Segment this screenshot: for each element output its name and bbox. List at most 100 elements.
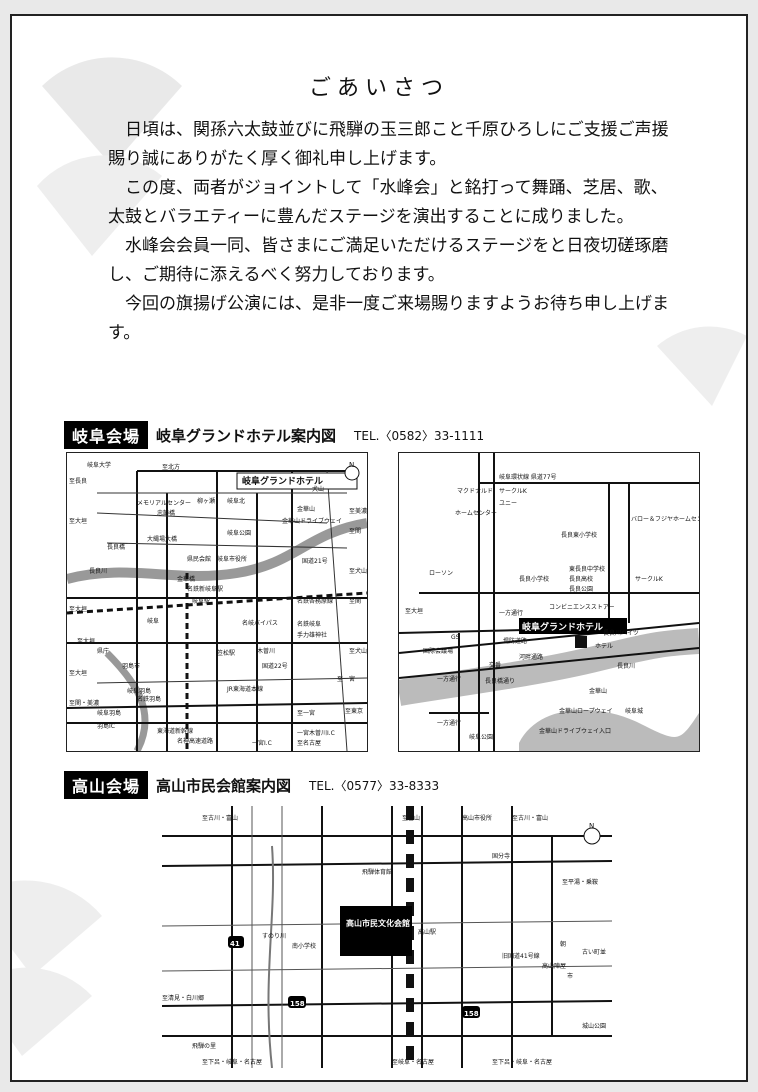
- map-label: サークルK: [635, 576, 664, 583]
- map-label: 長良高校: [569, 575, 593, 583]
- map-label: 岐阜羽島: [97, 709, 121, 717]
- map-label: 飛騨の里: [192, 1042, 216, 1050]
- map-label: 朝: [560, 940, 566, 948]
- map-label: 名鉄岐阜: [297, 620, 321, 628]
- map-label: 至古川・富山: [512, 814, 548, 822]
- map-label: 金華山ロープウェイ: [559, 707, 613, 715]
- decorative-fan-icon: [12, 880, 102, 1056]
- map-label: 長良東小学校: [561, 531, 597, 539]
- map-label: 一方通行: [437, 675, 461, 683]
- map-label: 一宮I.C: [252, 739, 272, 747]
- map-label: 長良川ハイツ: [603, 629, 639, 637]
- map-label: 城山公園: [582, 1022, 606, 1030]
- map-label: 至平湯・乗鞍: [562, 878, 598, 886]
- map-label: 県庁: [97, 647, 109, 655]
- map-label: 交番: [489, 661, 501, 669]
- map-label: 至清見・白川郷: [162, 994, 204, 1002]
- greeting-paragraph: この度、両者がジョイントして「水峰会」と銘打って舞踊、芝居、歌、太鼓とバラエティ…: [108, 178, 668, 227]
- map-label: 一宮木曽川I.C: [297, 729, 335, 737]
- map-label: 至大垣: [77, 637, 95, 645]
- map-label: 岐阜: [147, 617, 159, 625]
- map-label: 金華山: [589, 687, 607, 695]
- gifu-venue-tag: 岐阜会場: [64, 421, 149, 449]
- gifu-detail-map: 岐阜グランドホテル 岐阜環状線 県道77号 バロー＆フジヤホームセンター 長良東…: [398, 452, 700, 752]
- gifu-map-title: 岐阜グランドホテル案内図: [156, 426, 337, 445]
- map-label: 長良川: [617, 662, 635, 670]
- gifu-area-map: 岐阜グランドホテル N 岐阜大学 岐阜公園 長良川 長良橋 岐阜駅 名鉄新岐阜駅…: [66, 452, 368, 752]
- map-label: 笠松駅: [217, 649, 235, 657]
- map-label: 至東京: [345, 707, 363, 715]
- map-label: バロー＆フジヤホームセンター: [631, 515, 699, 523]
- takayama-map-drawing: 高山市民文化会館 N 41 158 158 至古川・富山 至富山 高山市役所 至…: [162, 806, 612, 1068]
- greeting-body: 日頃は、関孫六太鼓並びに飛騨の玉三郎こと千原ひろしにご支援ご声援賜り誠にありがた…: [108, 116, 678, 348]
- takayama-route-badges: 41 158 158: [228, 936, 480, 1018]
- map-label: 手力雄神社: [297, 631, 327, 639]
- map-label: 長良橋: [107, 543, 125, 551]
- map-label: 一方通行: [499, 609, 523, 617]
- map-label: 岐阜環状線 県道77号: [499, 473, 557, 481]
- map-label: 至名古屋: [297, 739, 321, 747]
- map-label: 名神高速道路: [177, 737, 213, 745]
- map-label: 市: [567, 972, 573, 980]
- map-label: 東海道新幹線: [157, 727, 193, 735]
- map-label: 古い町並: [582, 948, 606, 956]
- gifu-area-map-drawing: 岐阜グランドホテル N 岐阜大学 岐阜公園 長良川 長良橋 岐阜駅 名鉄新岐阜駅…: [67, 461, 367, 751]
- gifu-phone: TEL.〈0582〉33-1111: [354, 428, 485, 443]
- decorative-fan-icon: [657, 326, 746, 406]
- takayama-phone: TEL.〈0577〉33-8333: [309, 778, 440, 793]
- map-label: GS: [451, 634, 460, 641]
- map-label: 岐阜駅: [192, 597, 210, 605]
- map-label: 大縄場大橋: [147, 535, 177, 543]
- map-label: 至大垣: [405, 607, 423, 615]
- map-label: 長良小学校: [519, 575, 549, 583]
- map-label: 至関・美濃: [69, 699, 99, 707]
- map-label: 河畔通路: [519, 653, 543, 661]
- map-label: 国分寺: [492, 852, 510, 860]
- map-label: 堤防道路: [503, 637, 527, 645]
- map-label: 忠節橋: [157, 509, 175, 517]
- gifu-hotel-label: 岐阜グランドホテル: [242, 475, 323, 487]
- takayama-venue-tag: 高山会場: [64, 771, 149, 799]
- page: ごあいさつ 日頃は、関孫六太鼓並びに飛騨の玉三郎こと千原ひろしにご支援ご声援賜り…: [10, 14, 748, 1082]
- map-label: コンビニエンスストアー: [549, 603, 615, 611]
- map-label: 長良橋通り: [485, 677, 515, 685]
- map-label: 県民会館: [187, 555, 211, 563]
- route-badge: 41: [230, 940, 240, 948]
- map-label: 名岐バイパス: [242, 619, 278, 627]
- takayama-map-labels: 至古川・富山 至富山 高山市役所 至古川・富山 国分寺 飛騨体育館 至平湯・乗鞍…: [162, 814, 606, 1066]
- map-label: 岐阜城: [625, 707, 643, 715]
- map-label: 至関: [349, 528, 361, 535]
- map-label: 岐阜公園: [227, 529, 251, 537]
- map-label: 国道22号: [262, 662, 288, 670]
- map-label: サークルK: [499, 488, 528, 495]
- map-label: マクドナルド: [457, 488, 493, 495]
- map-label: 岐阜羽島: [127, 687, 151, 695]
- gifu-hotel-detail-label: 岐阜グランドホテル: [522, 621, 603, 633]
- route-badge: 158: [290, 1000, 305, 1008]
- map-label: 一方通行: [437, 719, 461, 727]
- map-label: JR東海道本線: [226, 685, 263, 693]
- map-label: 高山市役所: [462, 814, 492, 822]
- map-label: 東長良中学校: [569, 565, 605, 573]
- map-label: 至下呂・岐阜・名古屋: [202, 1058, 262, 1066]
- map-label: 飛騨体育館: [362, 868, 392, 876]
- map-label: 至古川・富山: [202, 814, 238, 822]
- map-label: 金華山ドライブウェイ: [282, 517, 342, 525]
- map-label: 高山陣屋: [542, 962, 566, 970]
- map-label: すのり川: [262, 933, 286, 940]
- route-badge: 158: [464, 1010, 479, 1018]
- gifu-section-header: 岐阜会場 岐阜グランドホテル案内図 TEL.〈0582〉33-1111: [64, 421, 485, 449]
- map-label: 長良川: [89, 567, 107, 575]
- map-label: 金華山: [297, 505, 315, 513]
- map-label: 柳ヶ瀬: [197, 497, 215, 505]
- north-label: N: [349, 461, 354, 469]
- greeting-paragraph: 日頃は、関孫六太鼓並びに飛騨の玉三郎こと千原ひろしにご支援ご声援賜り誠にありがた…: [108, 120, 669, 169]
- map-label: 羽島IC: [97, 722, 115, 730]
- map-label: ホテル: [595, 643, 613, 650]
- map-label: 至犬山: [349, 647, 367, 655]
- map-label: 至下呂・岐阜・名古屋: [492, 1058, 552, 1066]
- map-label: 羽島市: [122, 662, 140, 670]
- map-label: 南小学校: [292, 942, 316, 950]
- map-label: 旧国道41号線: [502, 952, 540, 960]
- map-label: 至大垣: [69, 517, 87, 525]
